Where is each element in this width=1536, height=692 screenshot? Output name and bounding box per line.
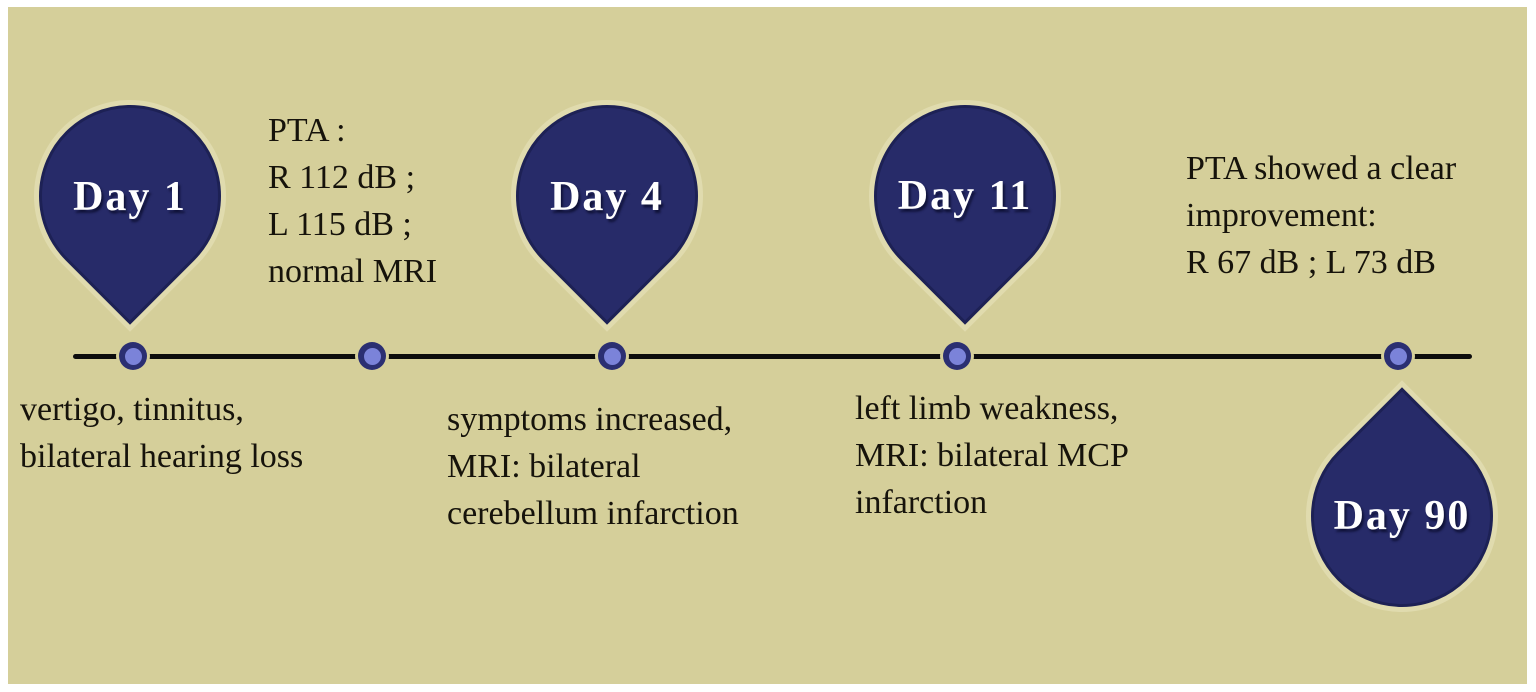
note-pta-initial: PTA : R 112 dB ; L 115 dB ; normal MRI	[268, 112, 438, 290]
note-day1-findings: vertigo, tinnitus, bilateral hearing los…	[20, 391, 304, 475]
timeline-dot-day11	[943, 342, 971, 370]
pin-day90-label: Day 90	[1333, 493, 1471, 539]
dot-core	[363, 347, 381, 365]
note-day4-findings: symptoms increased, MRI: bilateral cereb…	[447, 401, 739, 532]
timeline-dot-day1	[119, 342, 147, 370]
pin-day4-label: Day 4	[550, 174, 664, 220]
dot-core	[124, 347, 142, 365]
pin-day11-label: Day 11	[897, 173, 1033, 219]
pin-day1-label: Day 1	[73, 174, 187, 220]
timeline-dot-day90	[1384, 342, 1412, 370]
note-day90-outcome: PTA showed a clear improvement: R 67 dB …	[1186, 150, 1457, 281]
timeline-axis	[73, 354, 1472, 359]
timeline-panel	[8, 7, 1527, 684]
dot-core	[948, 347, 966, 365]
dot-core	[1389, 347, 1407, 365]
note-day11-findings: left limb weakness, MRI: bilateral MCP i…	[855, 390, 1129, 521]
dot-core	[603, 347, 621, 365]
timeline-dot-pta-initial	[358, 342, 386, 370]
timeline-dot-day4	[598, 342, 626, 370]
